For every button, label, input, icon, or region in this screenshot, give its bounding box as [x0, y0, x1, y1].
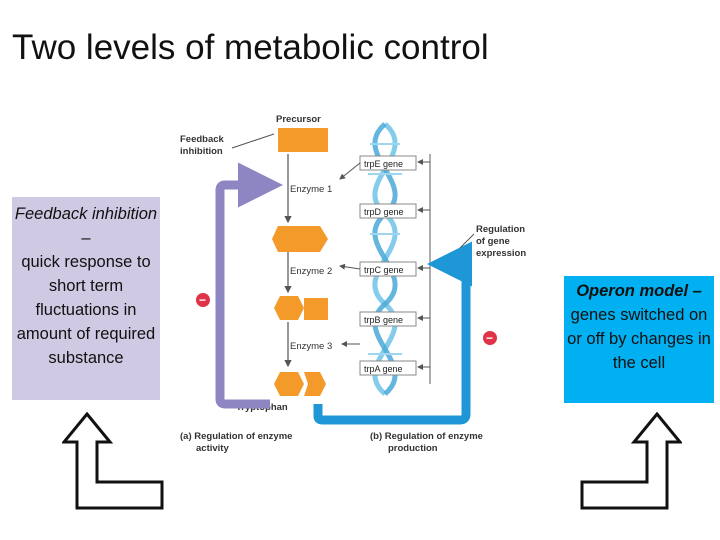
caption-b-2: production	[388, 443, 438, 454]
right-box-heading: Operon model –	[576, 282, 702, 300]
tryptophan-shape-b	[304, 372, 326, 396]
inhibit-minus-left-icon	[196, 293, 210, 307]
feedback-inhibition-box: Feedback inhibition – quick response to …	[12, 197, 160, 400]
gene-e-label: trpE gene	[364, 159, 403, 169]
gene-repression-arrow	[313, 241, 472, 425]
tryptophan-shape-a	[274, 372, 304, 396]
page-title: Two levels of metabolic control	[12, 28, 489, 67]
enzyme-1-label: Enzyme 1	[290, 184, 332, 195]
caption-a-1: (a) Regulation of enzyme	[180, 431, 292, 442]
minus-right-text: −	[486, 331, 493, 345]
diagram-svg: trpE gene trpD gene trpC gene trpB gene …	[180, 114, 526, 454]
regulation-label-3: expression	[476, 248, 526, 259]
caption-b-1: (b) Regulation of enzyme	[370, 431, 483, 442]
operon-model-box: Operon model – genes switched on or off …	[564, 276, 714, 403]
feedback-label-1: Feedback	[180, 134, 225, 145]
caption-a-2: activity	[196, 443, 229, 454]
left-box-body: quick response to short term fluctuation…	[16, 253, 156, 367]
precursor-shape	[278, 128, 328, 152]
gene-b-label: trpB gene	[364, 315, 403, 325]
gene-labels: trpE gene trpD gene trpC gene trpB gene …	[359, 155, 430, 376]
inhibit-minus-right-icon	[483, 331, 497, 345]
intermediate-2b-shape	[304, 298, 328, 320]
enzyme-3-label: Enzyme 3	[290, 341, 332, 352]
gene-d-label: trpD gene	[364, 207, 404, 217]
bent-up-arrow-left-icon	[62, 412, 164, 510]
regulation-label-2: of gene	[476, 236, 510, 247]
regulation-label-1: Regulation	[476, 224, 525, 235]
intermediate-2a-shape	[274, 296, 304, 320]
right-box-body: genes switched on or off by changes in t…	[567, 306, 711, 372]
bent-up-arrow-right-icon	[580, 412, 682, 510]
gene-a-label: trpA gene	[364, 364, 403, 374]
metabolic-control-diagram: trpE gene trpD gene trpC gene trpB gene …	[170, 104, 550, 464]
left-box-heading: Feedback inhibition –	[14, 205, 158, 247]
gene-c-label: trpC gene	[364, 265, 404, 275]
precursor-label: Precursor	[276, 114, 321, 125]
intermediate-1-shape	[272, 226, 328, 252]
minus-left-text: −	[199, 293, 206, 307]
enzyme-2-label: Enzyme 2	[290, 266, 332, 277]
feedback-label-2: inhibition	[180, 146, 223, 157]
feedback-inhibition-arrow	[215, 162, 283, 409]
